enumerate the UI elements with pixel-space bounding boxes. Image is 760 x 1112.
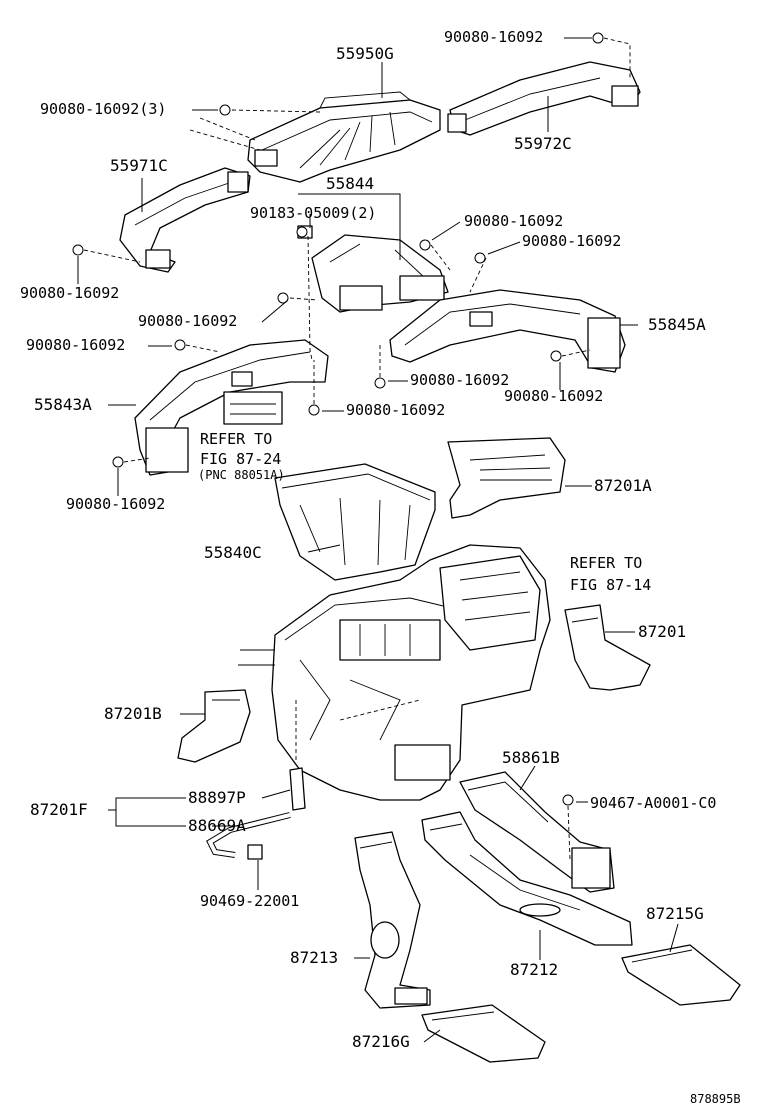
figure-code: 878895B — [690, 1092, 741, 1106]
part-88669A — [206, 812, 291, 860]
part-88897P — [289, 767, 306, 811]
label-55844: 55844 — [326, 174, 375, 193]
label-90469-22001: 90469-22001 — [200, 892, 300, 910]
part-55845A — [389, 289, 626, 373]
part-87216G — [421, 1004, 546, 1063]
label-90467-A0001-C0: 90467-A0001-C0 — [590, 794, 717, 812]
label-refer-to-1: REFER TO — [200, 430, 273, 448]
label-87212: 87212 — [510, 960, 559, 979]
part-87201 — [564, 604, 651, 691]
label-90080-16092-top: 90080-16092 — [444, 28, 544, 46]
label-90080-16092-h: 90080-16092 — [346, 401, 446, 419]
label-87215G: 87215G — [646, 904, 704, 923]
label-55845A: 55845A — [648, 315, 706, 334]
part-87212 — [421, 811, 633, 946]
part-bracket-88051A — [223, 391, 283, 425]
label-90080-16092-e: 90080-16092 — [26, 336, 126, 354]
label-55971C: 55971C — [110, 156, 168, 175]
label-55950G: 55950G — [336, 44, 394, 63]
part-55843A — [134, 339, 329, 476]
label-90080-16092-a: 90080-16092 — [464, 212, 564, 230]
part-heater-unit — [238, 544, 551, 801]
label-90080-16092-g: 90080-16092 — [504, 387, 604, 405]
part-55844 — [297, 225, 449, 313]
label-90183-05009: 90183-05009(2) — [250, 204, 377, 222]
part-55972C — [447, 61, 641, 136]
part-87201A — [447, 437, 566, 519]
label-55840C: 55840C — [204, 543, 262, 562]
label-90080-16092-b: 90080-16092 — [522, 232, 622, 250]
part-58861B — [459, 771, 615, 893]
part-87201B — [177, 689, 251, 763]
label-90080-16092-d: 90080-16092 — [138, 312, 238, 330]
part-55950G — [247, 91, 441, 183]
label-55843A: 55843A — [34, 395, 92, 414]
label-87213: 87213 — [290, 948, 339, 967]
label-55972C: 55972C — [514, 134, 572, 153]
leader-lines — [77, 37, 679, 1043]
label-fig-87-14: FIG 87-14 — [570, 576, 652, 594]
label-88669A: 88669A — [188, 816, 246, 835]
fasteners — [72, 32, 604, 806]
label-87201F: 87201F — [30, 800, 88, 819]
label-58861B: 58861B — [502, 748, 560, 767]
label-87216G: 87216G — [352, 1032, 410, 1051]
part-55971C — [119, 167, 251, 273]
part-87215G — [621, 944, 741, 1006]
label-87201A: 87201A — [594, 476, 652, 495]
label-90080-16092-c: 90080-16092 — [20, 284, 120, 302]
label-87201B: 87201B — [104, 704, 162, 723]
label-90080-16092-i: 90080-16092 — [66, 495, 166, 513]
label-pnc-88051A: (PNC 88051A) — [198, 468, 285, 482]
part-55840C — [274, 463, 436, 581]
label-87201: 87201 — [638, 622, 687, 641]
label-refer-to-2: REFER TO — [570, 554, 643, 572]
label-88897P: 88897P — [188, 788, 246, 807]
assembly-dashed-lines — [83, 37, 631, 861]
label-90080-16092-f: 90080-16092 — [410, 371, 510, 389]
label-90080-16092-3: 90080-16092(3) — [40, 100, 167, 118]
part-87213 — [354, 831, 431, 1009]
label-fig-87-24: FIG 87-24 — [200, 450, 282, 468]
